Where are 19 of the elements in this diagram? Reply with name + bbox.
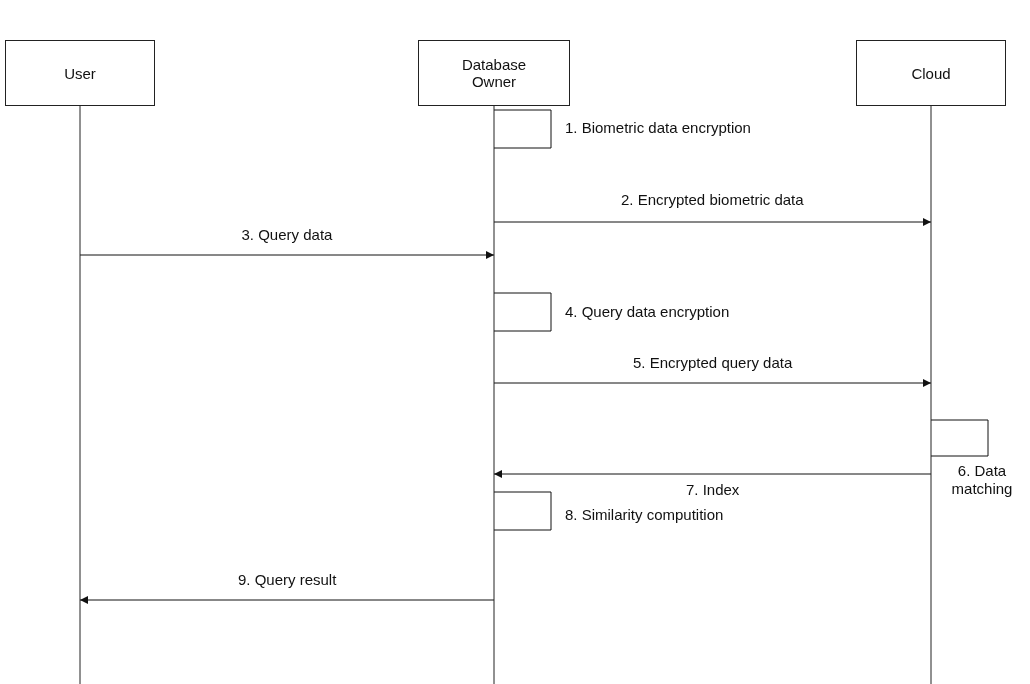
participant-box: Database Owner bbox=[418, 40, 570, 106]
participant-box: User bbox=[5, 40, 155, 106]
message-label: 2. Encrypted biometric data bbox=[621, 191, 804, 209]
message-arrow bbox=[493, 218, 932, 226]
self-message-loop bbox=[493, 292, 552, 332]
message-arrow bbox=[79, 596, 495, 604]
message-arrow bbox=[493, 379, 932, 387]
self-message-loop bbox=[493, 109, 552, 149]
participant-box: Cloud bbox=[856, 40, 1006, 106]
message-label: 3. Query data bbox=[241, 226, 333, 244]
message-arrow bbox=[493, 470, 932, 478]
self-message-loop bbox=[930, 419, 989, 457]
self-message-loop bbox=[493, 491, 552, 531]
message-label: 4. Query data encryption bbox=[565, 303, 730, 321]
message-label: 5. Encrypted query data bbox=[633, 354, 793, 372]
message-label: 8. Similarity computition bbox=[565, 506, 724, 524]
message-arrow bbox=[79, 251, 495, 259]
message-label: 9. Query result bbox=[238, 571, 337, 589]
message-label: 1. Biometric data encryption bbox=[565, 119, 751, 137]
